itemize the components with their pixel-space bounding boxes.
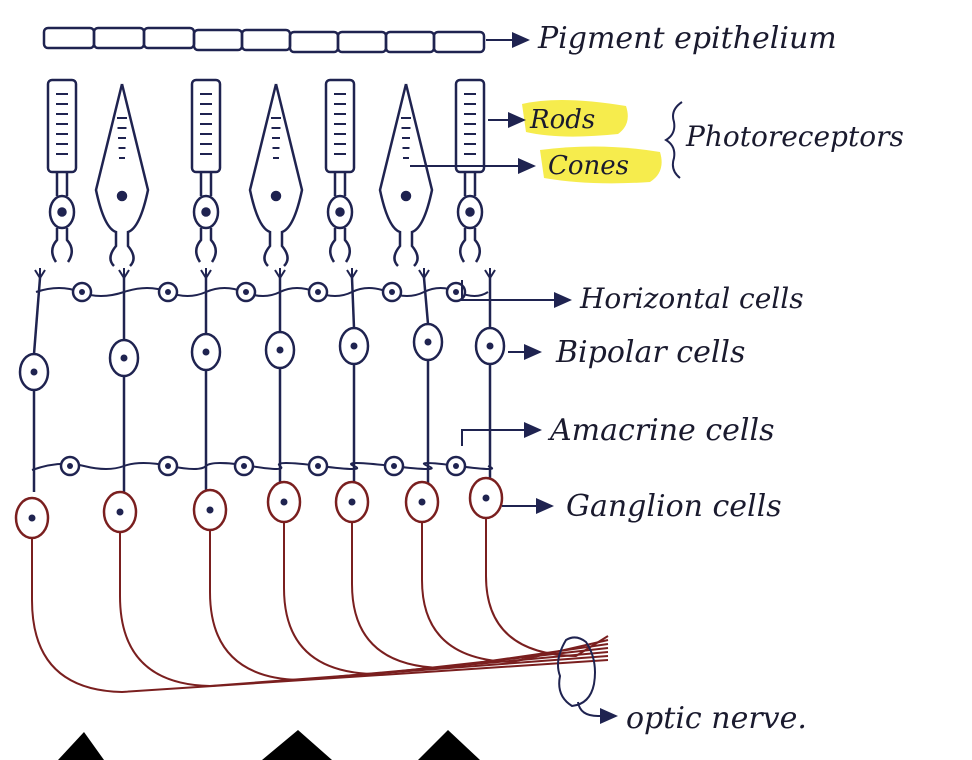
horizontal-connection: [36, 288, 488, 296]
bipolar-axon: [424, 278, 428, 324]
horizontal-cells-label: Horizontal cells: [579, 282, 804, 315]
optic-fiber: [210, 530, 608, 680]
light-direction-arrows: [58, 730, 480, 760]
amacrine-connection: [32, 463, 492, 470]
bipolar-cell-layer: [20, 268, 504, 492]
optic-fiber: [352, 522, 608, 668]
horizontal-arrow: [462, 280, 570, 300]
ganglion-cell-layer: [16, 478, 502, 538]
pigment-epithelium: [44, 28, 484, 52]
horizontal-cell-layer: [36, 283, 488, 301]
amacrine-arrow: [462, 430, 540, 446]
light-arrow-right: [418, 730, 480, 760]
rods-label: Rods: [529, 105, 595, 135]
ganglion-cells-label: Ganglion cells: [566, 489, 782, 524]
rod-cell: [456, 80, 484, 262]
bipolar-axon: [352, 278, 354, 328]
pigment-epithelium-label: Pigment epithelium: [537, 21, 837, 56]
cone-cell: [96, 84, 148, 266]
optic-fiber: [120, 532, 608, 686]
optic-fiber: [32, 538, 608, 692]
photoreceptors-label: Photoreceptors: [685, 120, 904, 153]
rod-cell: [48, 80, 76, 262]
bipolar-axon: [34, 278, 40, 354]
rod-cell: [192, 80, 220, 262]
optic-fiber: [486, 518, 608, 656]
amacrine-cells-label: Amacrine cells: [547, 413, 775, 448]
cone-cell: [380, 84, 432, 266]
photoreceptors-brace: [666, 102, 682, 178]
amacrine-cell-layer: [32, 457, 492, 475]
bipolar-cells-label: Bipolar cells: [555, 335, 745, 370]
optic-nerve-fibers: [32, 518, 608, 692]
cones-label: Cones: [548, 151, 629, 181]
rod-cell: [326, 80, 354, 262]
light-arrow-middle: [262, 730, 332, 760]
optic-arrow: [578, 702, 616, 716]
photoreceptor-layer: [48, 80, 484, 266]
light-arrow-left: [58, 732, 104, 760]
cone-cell: [250, 84, 302, 266]
optic-nerve-label: optic nerve.: [626, 701, 807, 736]
